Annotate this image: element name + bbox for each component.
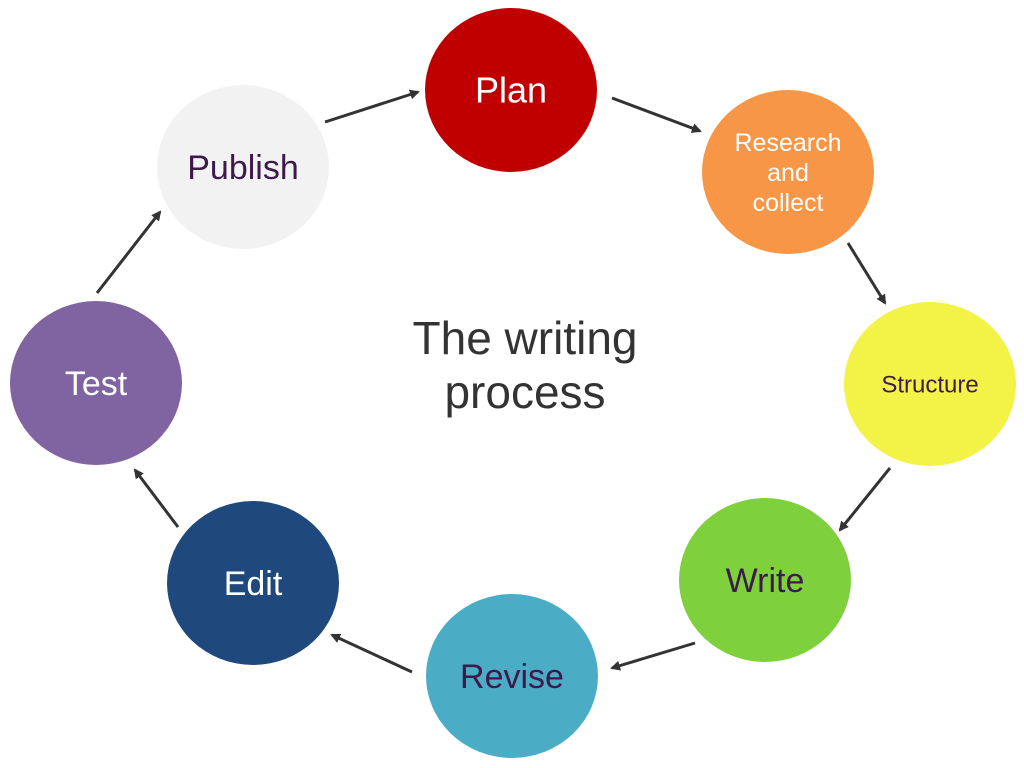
flow-arrow (610, 641, 696, 671)
step-label: Research (735, 129, 842, 157)
step-publish: Publish (157, 85, 329, 249)
step-circle (679, 498, 851, 662)
step-label: Publish (187, 149, 299, 187)
step-label: Revise (460, 658, 564, 696)
step-circle (167, 501, 339, 665)
step-label: and (767, 159, 809, 187)
flow-arrow (133, 468, 180, 528)
step-revise: Revise (426, 594, 598, 758)
flow-arrow (95, 210, 162, 294)
step-write: Write (679, 498, 851, 662)
step-circle (426, 594, 598, 758)
step-label: Plan (475, 70, 547, 111)
step-circle (10, 301, 182, 465)
step-circle (425, 8, 597, 172)
step-label: Edit (224, 565, 283, 603)
step-label: Test (65, 365, 128, 403)
step-structure: Structure (844, 302, 1016, 466)
step-label: Structure (881, 371, 978, 398)
diagram-title-line-1: The writing (413, 312, 638, 364)
step-circle (702, 90, 874, 254)
flow-arrow (838, 467, 892, 532)
step-label: collect (753, 189, 824, 217)
flow-arrow (324, 89, 420, 124)
flow-arrow (330, 633, 413, 674)
step-plan: Plan (425, 8, 597, 172)
step-test: Test (10, 301, 182, 465)
diagram-title-line-2: process (444, 366, 605, 418)
flow-arrow (611, 96, 702, 133)
step-edit: Edit (167, 501, 339, 665)
step-circle (844, 302, 1016, 466)
step-circle (157, 85, 329, 249)
step-label: Write (726, 562, 805, 600)
flow-arrow (846, 242, 887, 305)
